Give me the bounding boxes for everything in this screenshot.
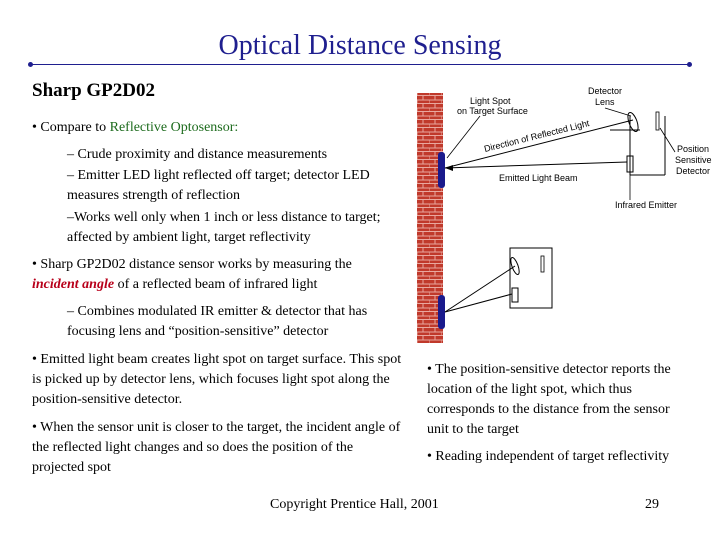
reflected-light-label: Direction of Reflected Light [483,118,591,154]
lower-emitted-ray [444,293,513,313]
lower-reflected-ray [444,265,516,313]
bullet-position-sensitive: • The position-sensitive detector report… [427,362,671,437]
underline-right-dot [687,62,692,67]
underline-left-dot [28,62,33,67]
bullet-sharp-suffix: of a reflected beam of infrared light [114,277,318,292]
lower-sensor-unit [444,247,553,313]
page-number: 29 [645,497,659,512]
title-underline [30,64,690,65]
bullet-sharp: • Sharp GP2D02 distance sensor works by … [32,255,392,295]
bullet-sharp-prefix: • Sharp GP2D02 distance sensor works by … [32,257,352,272]
slide-subtitle: Sharp GP2D02 [32,80,155,101]
bullet-compare-prefix: • Compare to [32,120,110,135]
sensor-diagram: Light Spot on Target Surface Detector Le… [417,86,712,343]
position-sensitive-detector-element [655,111,660,131]
emitted-beam-label: Emitted Light Beam [499,173,578,183]
slide-title: Optical Distance Sensing [218,30,502,61]
detector-lens-element [627,112,639,132]
position-sensitive-leader [659,127,676,153]
infrared-emitter-label: Infrared Emitter [615,200,677,210]
copyright-footer: Copyright Prentice Hall, 2001 [270,497,439,512]
bullet-closer: • When the sensor unit is closer to the … [32,420,401,475]
detector-lens-label-line2: Lens [595,97,615,107]
sub-bullet-crude: – Crude proximity and distance measureme… [67,147,328,162]
bullet-compare: • Compare to Reflective Optosensor: [32,118,412,138]
light-spot-lower [438,295,445,329]
light-spot-upper [438,152,445,188]
lower-lens-element [510,256,520,276]
sub-bullet-emitter: – Emitter LED light reflected off target… [67,168,370,203]
reflected-light-ray [444,119,634,169]
sub-bullet-works: –Works well only when 1 inch or less dis… [67,210,381,245]
light-spot-label-line2: on Target Surface [457,106,528,116]
bullet-emitted-beam: • Emitted light beam creates light spot … [32,352,402,407]
sub-bullet-combines: – Combines modulated IR emitter & detect… [67,304,368,339]
position-sensitive-label-line2: Sensitive [675,155,712,165]
emitted-beam-arrowhead [445,165,453,171]
position-sensitive-label-line3: Detector [676,166,710,176]
bullet-reading-independent: • Reading independent of target reflecti… [427,449,670,464]
position-sensitive-label-line1: Position [677,144,709,154]
detector-lens-label-line1: Detector [588,86,622,96]
light-spot-leader [446,115,481,159]
lower-detector-element [540,255,545,273]
lower-emitter-element [511,287,519,303]
reflective-optosensor-highlight: Reflective Optosensor: [109,120,239,135]
upper-sensor-unit [444,111,666,176]
detector-lens-leader [604,107,632,117]
light-spot-label-line1: Light Spot [470,96,511,106]
incident-angle-highlight: incident angle [32,277,115,292]
emitted-beam-ray [444,161,628,169]
